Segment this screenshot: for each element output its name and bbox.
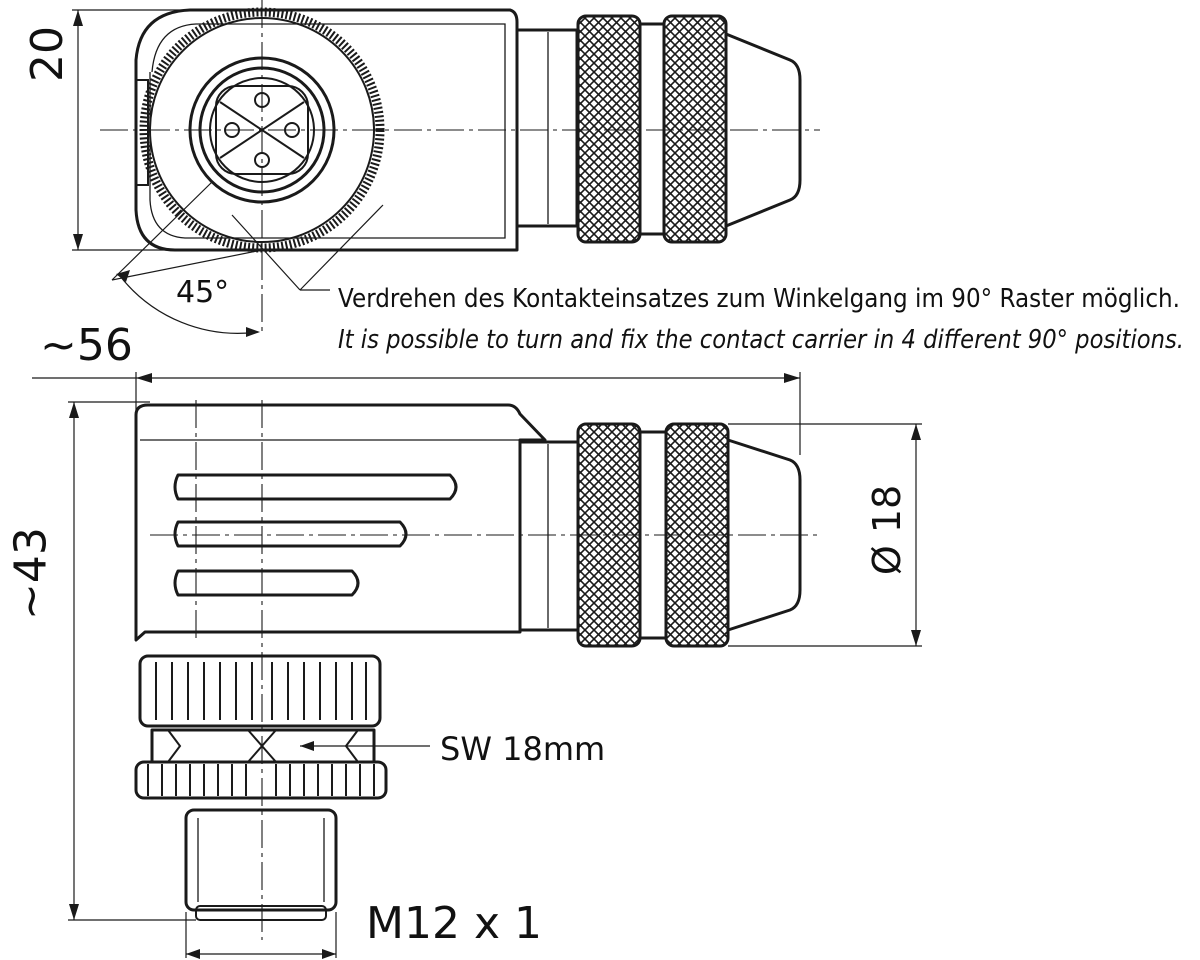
diameter-label: Ø 18 xyxy=(865,485,909,575)
top-view xyxy=(72,0,820,337)
housing-slot-2 xyxy=(173,520,408,548)
coupling-nut-ribs xyxy=(155,662,367,720)
length-label: ~56 xyxy=(40,320,133,371)
threaded-stem xyxy=(184,808,338,912)
side-view xyxy=(32,372,922,959)
rotation-note-english: It is possible to turn and fix the conta… xyxy=(338,325,1184,355)
side-housing-outline xyxy=(134,403,547,642)
rotation-note-german: Verdrehen des Kontakteinsatzes zum Winke… xyxy=(338,284,1180,314)
top-knurl-sleeve-1 xyxy=(576,14,642,244)
top-housing-outline xyxy=(134,8,519,252)
top-knurl-sleeve-2 xyxy=(662,14,728,244)
wrench-size-label: SW 18mm xyxy=(440,730,605,768)
side-cable-end xyxy=(726,438,802,632)
angle-label: 45° xyxy=(176,275,229,310)
thread-label: M12 x 1 xyxy=(366,898,542,949)
top-cable-end xyxy=(724,32,802,228)
housing-slot-1 xyxy=(173,473,458,501)
housing-slot-3 xyxy=(173,569,360,597)
lower-ring-teeth xyxy=(147,764,375,796)
height-label-20: 20 xyxy=(22,26,73,82)
coupling-nut xyxy=(138,654,382,728)
lower-knurl-ring xyxy=(134,760,388,800)
height-label-43: ~43 xyxy=(6,527,57,620)
